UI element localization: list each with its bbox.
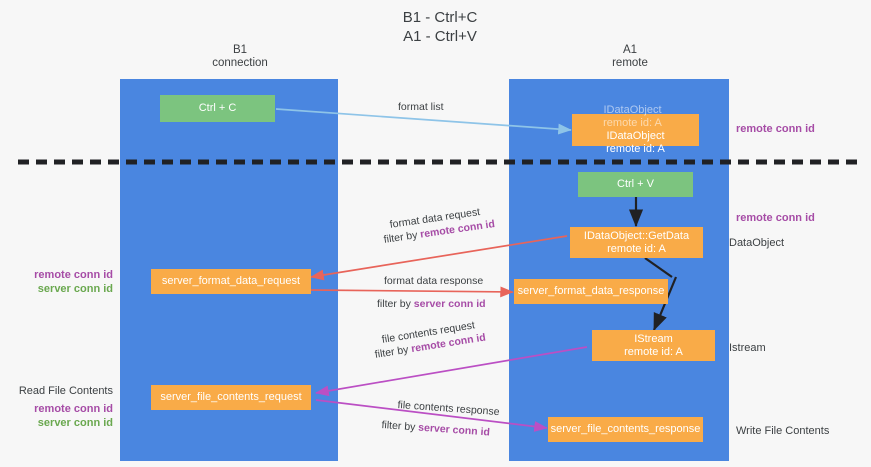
filter-prefix: filter by	[381, 419, 419, 434]
filter-prefix: filter by	[383, 228, 422, 246]
node-idataobject[interactable]: IDataObject remote id: A IDataObject rem…	[572, 104, 699, 155]
page-title: B1 - Ctrl+C A1 - Ctrl+V	[402, 9, 478, 45]
filter-prefix: filter by	[374, 343, 413, 361]
annotation-left-server-conn-id-2: server conn id	[37, 417, 113, 429]
annotation-left-server-conn-id: server conn id	[37, 283, 113, 295]
annotation-istream: Istream	[729, 342, 766, 354]
edge-label-file-contents-response-filter: filter by server conn id	[381, 419, 490, 440]
annotation-read-file-contents: Read File Contents	[18, 385, 113, 397]
filter-value: server conn id	[417, 421, 491, 439]
edge-label-format-list: format list	[398, 101, 444, 113]
annotation-remote-conn-id-top: remote conn id	[736, 123, 815, 135]
node-idataobject-title-main: IDataObject remote id: A	[606, 130, 665, 155]
node-idataobject-title-ghost: IDataObject remote id: A	[603, 104, 662, 129]
node-idataobject-title: IDataObject remote id: A IDataObject rem…	[603, 104, 665, 156]
node-istream[interactable]: IStream remote id: A	[592, 330, 715, 361]
annotation-left-remote-conn-id: remote conn id	[34, 269, 113, 281]
annotation-left-remote-conn-id-2: remote conn id	[34, 403, 113, 415]
filter-value: server conn id	[413, 298, 486, 310]
node-idataobject-getdata[interactable]: IDataObject::GetData remote id: A	[570, 227, 703, 258]
annotation-dataobject: DataObject	[729, 237, 785, 249]
node-server-file-contents-request[interactable]: server_file_contents_request	[151, 385, 311, 410]
node-ctrl-v[interactable]: Ctrl + V	[578, 172, 693, 197]
node-server-file-contents-response[interactable]: server_file_contents_response	[548, 417, 703, 442]
annotation-remote-conn-id-mid: remote conn id	[736, 212, 815, 224]
node-server-format-data-response[interactable]: server_format_data_response	[514, 279, 668, 304]
edge-label-format-data-response: format data response	[384, 275, 484, 287]
filter-prefix: filter by	[377, 298, 414, 310]
annotation-write-file-contents: Write File Contents	[736, 425, 830, 437]
edge-label-format-data-response-filter: filter by server conn id	[377, 298, 486, 311]
node-ctrl-c[interactable]: Ctrl + C	[160, 95, 275, 122]
lane-header-a1-remote: A1 remote	[612, 44, 648, 69]
arrow-format-data-response	[310, 286, 514, 298]
lane-header-b1-connection: B1 connection	[212, 44, 268, 69]
node-server-format-data-request[interactable]: server_format_data_request	[151, 269, 311, 294]
edge-label-file-contents-response: file contents response	[397, 399, 500, 419]
